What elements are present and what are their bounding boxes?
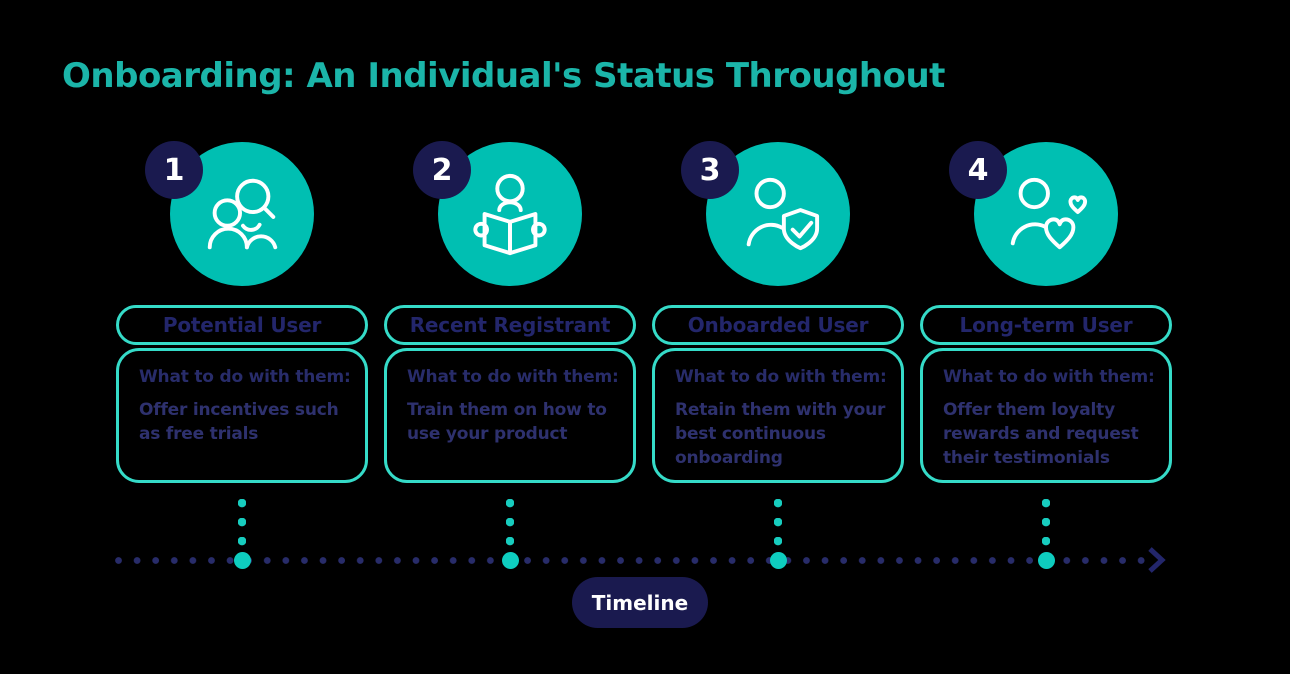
stage-label: Recent Registrant (409, 313, 611, 337)
stage-label: Onboarded User (687, 313, 869, 337)
stage-onboarded-user: 3 Onboarded User What to do with them: R… (652, 140, 904, 560)
action-heading: What to do with them: (675, 367, 887, 387)
action-text: Train them on how to use your product (407, 400, 607, 444)
action-text: Retain them with your best continuous on… (675, 400, 886, 468)
stage-action-box: What to do with them: Retain them with y… (652, 348, 904, 483)
timeline-label: Timeline (591, 590, 689, 615)
hearts-user-icon (1010, 177, 1088, 250)
connector-dots (1042, 499, 1050, 549)
connector-dots (774, 499, 782, 549)
stage-number: 3 (699, 152, 721, 188)
stage-number: 1 (163, 152, 185, 188)
stage-label: Long-term User (959, 313, 1133, 337)
stage-action-box: What to do with them: Train them on how … (384, 348, 636, 483)
shield-check-user-icon (746, 177, 820, 251)
page-title: Onboarding: An Individual's Status Throu… (62, 56, 945, 96)
action-heading: What to do with them: (943, 367, 1155, 387)
action-text: Offer incentives such as free trials (139, 400, 339, 444)
stage-number-badge: 4 (949, 141, 1007, 199)
action-heading: What to do with them: (139, 367, 351, 387)
stage-action-box: What to do with them: Offer them loyalty… (920, 348, 1172, 483)
stage-number: 4 (967, 152, 989, 188)
reading-book-icon (473, 173, 547, 256)
people-search-icon (207, 178, 278, 250)
timeline-label-pill: Timeline (572, 577, 708, 628)
stage-number: 2 (431, 152, 453, 188)
stage-number-badge: 2 (413, 141, 471, 199)
stage-long-term-user: 4 Long-term User What to do with them: O… (920, 140, 1172, 560)
stage-number-badge: 3 (681, 141, 739, 199)
connector-dots (506, 499, 514, 549)
action-text: Offer them loyalty rewards and request t… (943, 400, 1139, 468)
connector-dots (238, 499, 246, 549)
stage-label-pill: Potential User (116, 305, 368, 345)
stage-label-pill: Long-term User (920, 305, 1172, 345)
stage-label: Potential User (162, 313, 322, 337)
stage-action-box: What to do with them: Offer incentives s… (116, 348, 368, 483)
stage-label-pill: Recent Registrant (384, 305, 636, 345)
stage-label-pill: Onboarded User (652, 305, 904, 345)
stage-potential-user: 1 Potential User What to do with them: O… (116, 140, 368, 560)
action-heading: What to do with them: (407, 367, 619, 387)
stage-recent-registrant: 2 Recent Registrant What to do with them… (384, 140, 636, 560)
stage-number-badge: 1 (145, 141, 203, 199)
